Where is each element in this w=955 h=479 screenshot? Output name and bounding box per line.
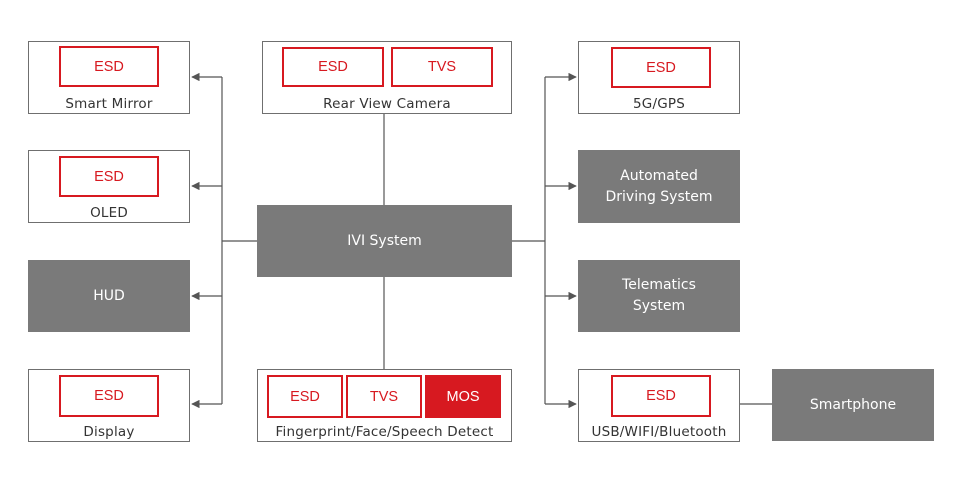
smartphone-label: Smartphone [809,396,897,413]
hud-label: HUD [93,287,125,304]
display-box: ESD Display [28,369,190,442]
telematics-box: Telematics System [578,260,740,332]
ivi-system-label: IVI System [347,232,422,249]
smartphone-box: Smartphone [772,369,934,441]
detect-box: ESD TVS MOS Fingerprint/Face/Speech Dete… [257,369,512,442]
detect-label: Fingerprint/Face/Speech Detect [275,424,494,440]
hud-box: HUD [28,260,190,332]
oled-box: ESD OLED [28,150,190,223]
gps-label: 5G/GPS [633,96,685,112]
display-esd-chip: ESD [59,375,159,417]
oled-label: OLED [90,205,128,221]
rear-view-camera-label: Rear View Camera [323,96,451,112]
automated-driving-box: Automated Driving System [578,150,740,223]
automated-driving-label: Automated Driving System [605,167,713,205]
gps-box: ESD 5G/GPS [578,41,740,114]
rear-view-camera-box: ESD TVS Rear View Camera [262,41,512,114]
display-label: Display [83,424,135,440]
smart-mirror-esd-chip: ESD [59,46,159,87]
smart-mirror-label: Smart Mirror [65,96,153,112]
usb-esd-chip: ESD [611,375,711,417]
rear-camera-esd-chip: ESD [282,47,384,87]
telematics-label: Telematics System [622,277,696,314]
oled-esd-chip: ESD [59,156,159,197]
detect-mos-chip: MOS [425,375,501,418]
ivi-system-box: IVI System [257,205,512,277]
smart-mirror-box: ESD Smart Mirror [28,41,190,114]
usb-label: USB/WIFI/Bluetooth [591,424,727,440]
usb-box: ESD USB/WIFI/Bluetooth [578,369,740,442]
gps-esd-chip: ESD [611,47,711,88]
rear-camera-tvs-chip: TVS [391,47,493,87]
detect-esd-chip: ESD [267,375,343,418]
detect-tvs-chip: TVS [346,375,422,418]
